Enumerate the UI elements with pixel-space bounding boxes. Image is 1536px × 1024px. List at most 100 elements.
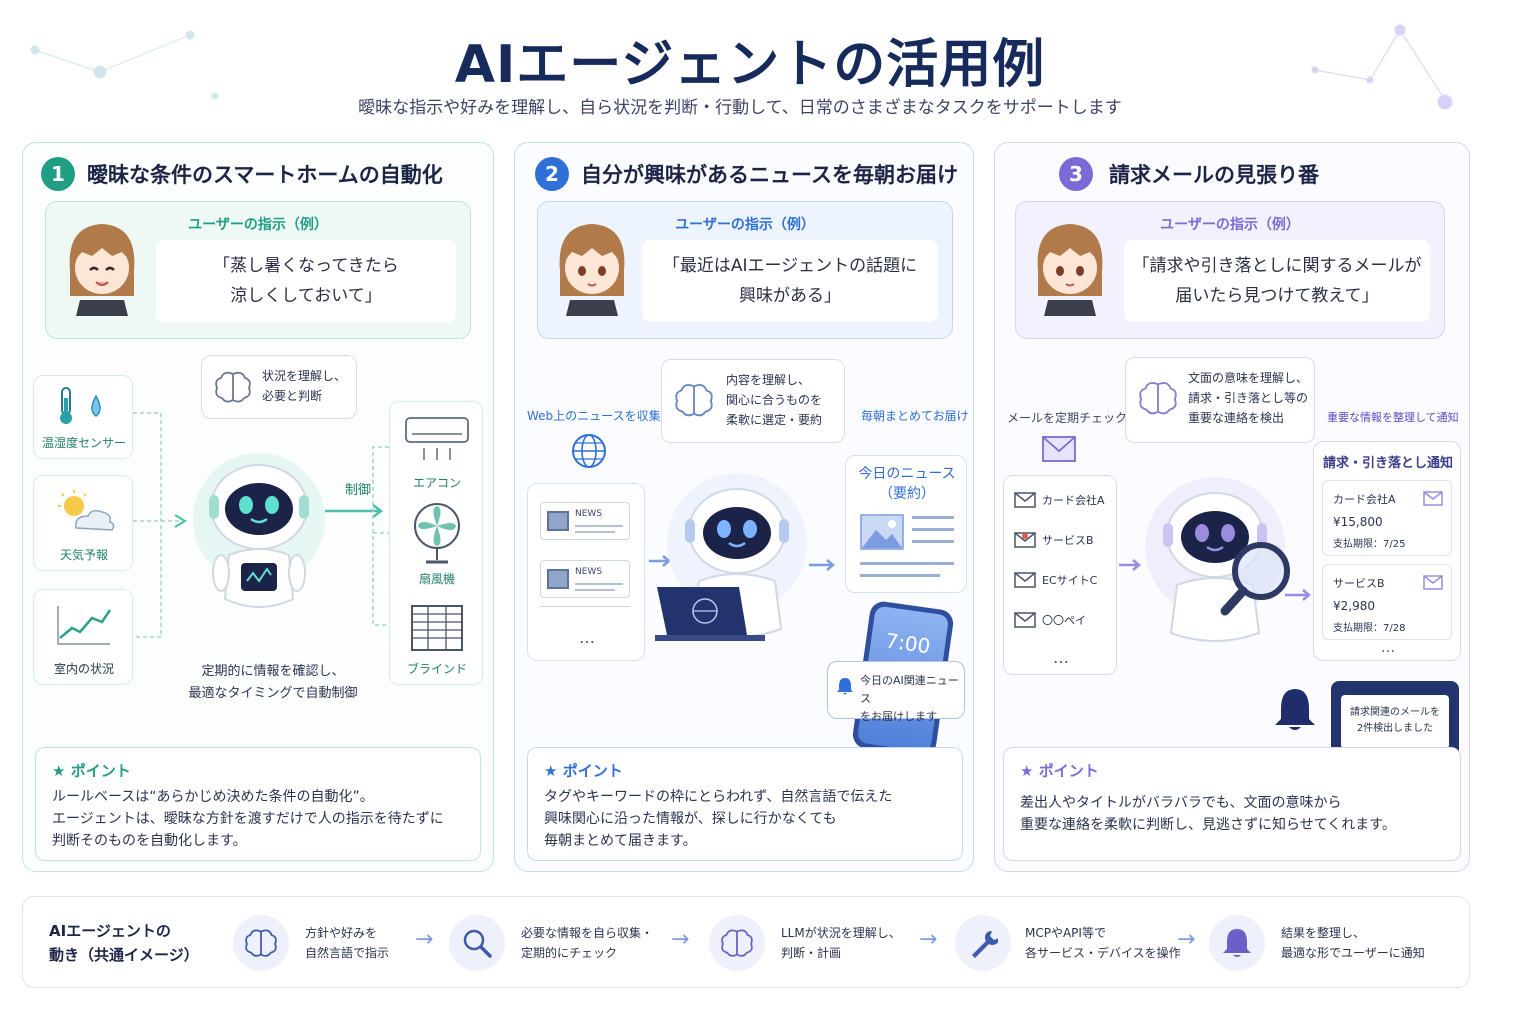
mail-item[interactable]: カード会社A	[1014, 488, 1114, 512]
today-news-title: 今日のニュース （要約）	[858, 466, 956, 502]
device-list: エアコン 扇風機 ブラインド	[389, 401, 483, 685]
point-box: ★ ポイント タグやキーワードの枠にとらわれず、自然言語で伝えた 興味関心に沿っ…	[527, 747, 963, 861]
panel-title: 請求メールの見張り番	[1109, 163, 1319, 187]
bell-icon	[1275, 689, 1315, 730]
news-list: NEWS NEWS …	[527, 483, 645, 661]
news-item: NEWS	[540, 560, 630, 598]
bubble-text: 状況を理解し、 必要と判断	[262, 369, 347, 403]
more-ellipsis: …	[1053, 648, 1069, 667]
thought-bubble: 内容を理解し、 関心に合うものを 柔軟に選定・要約	[661, 359, 845, 443]
mail-list: カード会社A サービスB ECサイトC 〇〇ペイ …	[1003, 475, 1117, 675]
user-quote: 「最近はAIエージェントの話題に 興味がある」	[642, 240, 938, 322]
flow-arrow-icon: →	[919, 927, 938, 952]
star-icon: ★	[52, 762, 66, 780]
device-label: エアコン	[412, 476, 461, 490]
sensor-room-status: 室内の状況	[33, 589, 133, 685]
flow-step-text: 結果を整理し、最適な形でユーザーに通知	[1281, 926, 1425, 960]
robot-icon	[193, 453, 325, 608]
more-ellipsis: …	[1381, 640, 1395, 656]
check-label: メールを定期チェック	[1007, 411, 1128, 425]
flow-step-text: 必要な情報を自ら収集・定期的にチェック	[521, 926, 654, 960]
user-instruction-label: ユーザーの指示（例）	[188, 217, 328, 233]
mail-item[interactable]: サービスB	[1014, 528, 1114, 552]
bill-item[interactable]: カード会社A ¥15,800 支払期限：7/25	[1322, 480, 1452, 556]
flow-step-icon	[955, 915, 1011, 971]
control-label: 制御	[345, 483, 372, 498]
constellation-decoration-left	[30, 30, 219, 100]
envelope-icon	[1014, 572, 1036, 588]
user-avatar-icon	[559, 224, 625, 316]
bubble-text: 文面の意味を理解し、 請求・引き落とし等の 重要な連絡を検出	[1188, 371, 1309, 425]
mail-item[interactable]: 〇〇ペイ	[1014, 608, 1114, 632]
panel-title: 曖昧な条件のスマートホームの自動化	[87, 163, 443, 187]
envelope-icon	[1014, 612, 1036, 628]
sensor-weather: 天気予報	[33, 475, 133, 571]
envelope-icon	[1014, 492, 1036, 508]
agent-flow-strip: AIエージェントの 動き（共通イメージ） 方針や好みを自然言語で指示 → 必要な…	[22, 896, 1470, 988]
sensor-temp-humidity: 温湿度センサー	[33, 375, 133, 459]
robot-with-laptop-icon	[655, 473, 807, 641]
point-label: ★ ポイント	[544, 762, 623, 780]
notification-text: 今日のAI関連ニュース をお届けします	[860, 674, 959, 723]
notification-popup[interactable]: 今日のAI関連ニュース をお届けします	[827, 661, 965, 723]
point-text: ルールベースは“あらかじめ決めた条件の自動化”。 エージェントは、曖昧な方針を渡…	[52, 789, 444, 849]
panel-number: 2	[535, 157, 569, 191]
brain-icon	[245, 929, 277, 957]
control-arrow	[325, 504, 384, 518]
page-title: AIエージェントの活用例	[454, 35, 1046, 95]
device-connector	[372, 446, 389, 626]
flow-step-icon	[233, 915, 289, 971]
news-thumbnail	[547, 511, 569, 531]
panel-billing-watch: 3 請求メールの見張り番 ユーザーの指示（例） 「請求や引き落としに関するメール…	[994, 142, 1470, 872]
user-instruction-box: ユーザーの指示（例） 「蒸し暑くなってきたら 涼しくしておいて」	[45, 201, 471, 339]
envelope-icon	[1423, 575, 1443, 590]
panel-number: 3	[1059, 157, 1093, 191]
user-instruction-box: ユーザーの指示（例） 「請求や引き落としに関するメールが 届いたら見つけて教えて…	[1015, 201, 1445, 339]
more-ellipsis: …	[579, 628, 595, 647]
user-instruction-label: ユーザーの指示（例）	[1160, 217, 1300, 233]
point-text: タグやキーワードの枠にとらわれず、自然言語で伝えた 興味関心に沿った情報が、探し…	[544, 789, 893, 849]
search-icon	[463, 929, 492, 958]
globe-icon	[572, 434, 606, 468]
point-box: ★ ポイント ルールベースは“あらかじめ決めた条件の自動化”。 エージェントは、…	[35, 747, 481, 861]
blind-icon	[411, 605, 463, 651]
deliver-label: 毎朝まとめてお届け	[861, 409, 969, 423]
point-text: 差出人やタイトルがバラバラでも、文面の意味から 重要な連絡を柔軟に判断し、見逃さ…	[1020, 795, 1396, 833]
flow-step-text: 方針や好みを自然言語で指示	[305, 926, 390, 960]
panel-number: 1	[41, 157, 75, 191]
aircon-icon	[405, 417, 469, 460]
point-label: ★ ポイント	[1020, 762, 1099, 780]
bell-icon	[837, 678, 853, 695]
mail-item[interactable]: ECサイトC	[1014, 568, 1114, 592]
envelope-icon	[1423, 491, 1443, 506]
robot-with-magnifier-icon	[1145, 477, 1290, 642]
notification-title: 請求・引き落とし通知	[1322, 456, 1453, 471]
news-tag: NEWS	[575, 509, 603, 519]
fan-icon	[414, 503, 460, 564]
flow-step-text: MCPやAPI等で各サービス・デバイスを操作	[1025, 926, 1181, 960]
flow-arrow	[1119, 559, 1141, 571]
user-avatar-icon	[1037, 224, 1103, 316]
brain-icon	[1139, 381, 1177, 415]
flow-step-icon	[449, 915, 505, 971]
device-label: 扇風機	[418, 572, 455, 586]
flow-arrow	[649, 555, 671, 567]
brain-icon	[721, 929, 753, 957]
thermometer-icon	[60, 387, 101, 424]
flow-arrow-icon: →	[1177, 927, 1196, 952]
point-box: ★ ポイント 差出人やタイトルがバラバラでも、文面の意味から 重要な連絡を柔軟に…	[1003, 747, 1461, 861]
envelope-icon	[1014, 532, 1036, 548]
today-news-card: 今日のニュース （要約）	[845, 455, 967, 593]
flow-step-icon	[1209, 915, 1265, 971]
thought-bubble: 文面の意味を理解し、 請求・引き落とし等の 重要な連絡を検出	[1125, 357, 1315, 443]
user-quote: 「請求や引き落としに関するメールが 届いたら見つけて教えて」	[1124, 240, 1430, 322]
flow-arrow	[809, 559, 835, 571]
bell-icon	[1223, 929, 1251, 957]
panel-caption: 定期的に情報を確認し、 最適なタイミングで自動制御	[188, 664, 358, 701]
bubble-text: 内容を理解し、 関心に合うものを 柔軟に選定・要約	[726, 373, 823, 427]
chart-icon	[57, 606, 112, 645]
page-subtitle: 曖昧な指示や好みを理解し、自ら状況を判断・行動して、日常のさまざまなタスクをサポ…	[358, 98, 1122, 118]
flow-step-icon	[709, 915, 765, 971]
bill-item[interactable]: サービスB ¥2,980 支払期限：7/28	[1322, 564, 1452, 640]
organize-label: 重要な情報を整理して通知	[1327, 411, 1459, 424]
